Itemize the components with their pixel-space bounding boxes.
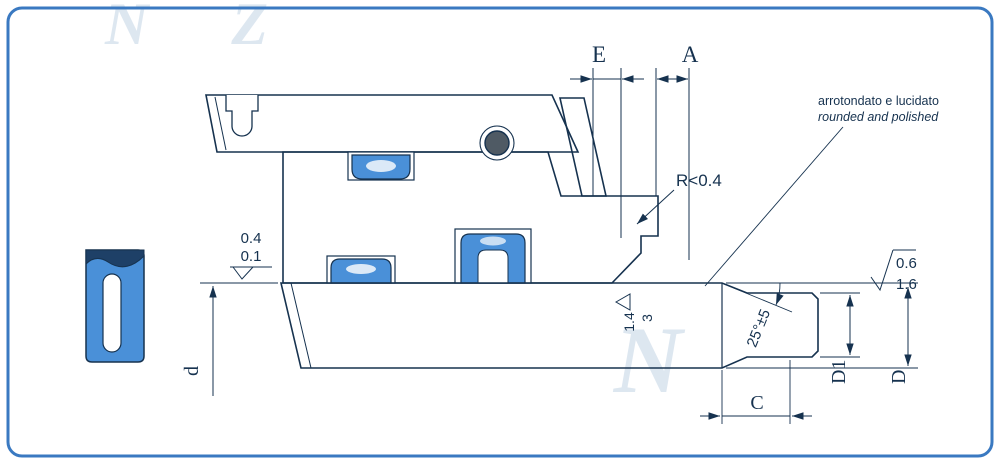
gland-assembly (205, 94, 819, 369)
seal-groove-top (347, 151, 415, 181)
finish-mid-bottom: 3 (639, 314, 655, 322)
dimension-d: d (181, 282, 278, 396)
watermark-center: N (613, 307, 686, 413)
rod-break-line (290, 282, 312, 369)
roughness-triangle-icon (614, 293, 631, 311)
dim-label-A: A (682, 42, 699, 67)
seal-groove-ucup (454, 228, 532, 284)
radius-annotation: R<0.4 (636, 171, 722, 225)
roughness-check-icon (232, 266, 254, 280)
finish-mid-top: 1.4 (621, 312, 637, 332)
seal-profile-detail (85, 249, 145, 363)
finish-note-italian: arrotondato e lucidato (818, 94, 939, 108)
chamfer-angle-label: 25°±5 (744, 307, 774, 350)
finish-right-bottom: 1.6 (896, 276, 917, 293)
finish-note: arrotondato e lucidato rounded and polis… (704, 94, 939, 287)
surface-finish-right: 0.6 1.6 (870, 249, 917, 293)
finish-left-bottom: 0.1 (241, 248, 262, 265)
dimension-E: E (570, 42, 644, 238)
dim-label-D: D (888, 370, 910, 384)
dimension-D: D (888, 287, 912, 384)
finish-right-top: 0.6 (896, 255, 917, 272)
dimension-C: C (700, 360, 812, 424)
roughness-check-icon (870, 249, 894, 292)
ucup-inner-channel (477, 249, 509, 284)
counterbore-hole (225, 95, 259, 137)
finish-note-english: rounded and polished (818, 110, 939, 124)
drawing-border (6, 6, 994, 458)
upper-gland-block (205, 94, 580, 153)
seal-inner-slot (102, 273, 122, 353)
retainer-piece (559, 97, 607, 197)
dim-label-C: C (750, 392, 763, 414)
surface-finish-left: 0.4 0.1 (230, 230, 272, 280)
dim-label-E: E (592, 42, 606, 67)
radius-label: R<0.4 (676, 171, 722, 190)
dim-label-d: d (181, 366, 203, 376)
finish-left-top: 0.4 (241, 230, 262, 247)
dimension-D1: D1 (726, 282, 918, 384)
dim-label-D1: D1 (828, 360, 850, 384)
o-ring (479, 125, 515, 161)
seal-backup-ring (85, 249, 145, 268)
rod (279, 282, 819, 369)
seal-groove-bottom-left (326, 255, 396, 284)
dimension-A: A (655, 42, 699, 260)
surface-finish-mid: 1.4 3 (614, 293, 655, 332)
break-line (214, 96, 227, 151)
